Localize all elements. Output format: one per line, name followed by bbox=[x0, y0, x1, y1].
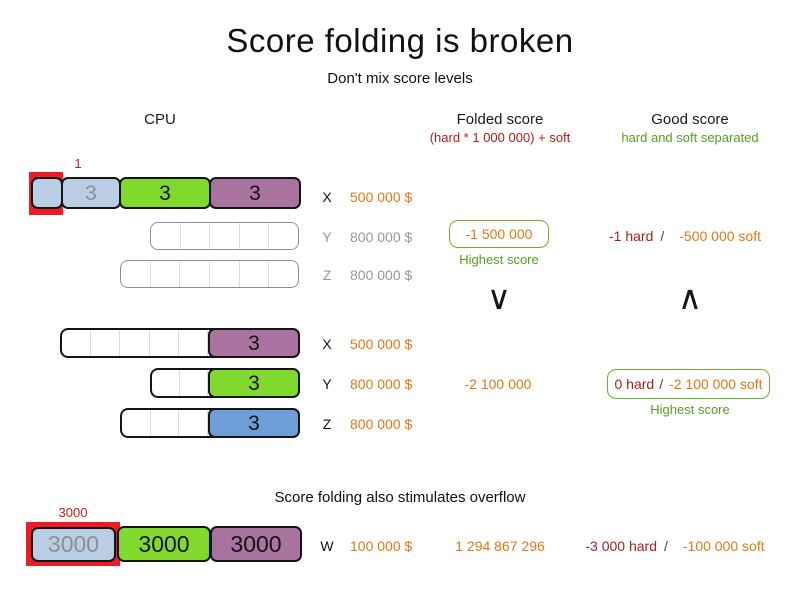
folded-score-formula: (hard * 1 000 000) + soft bbox=[429, 130, 571, 145]
soft-score-value: -100 000 soft bbox=[682, 538, 765, 554]
capacity-cell bbox=[269, 261, 298, 287]
capacity-cell bbox=[180, 370, 208, 396]
folded-score-value: 1 294 867 296 bbox=[455, 538, 545, 554]
cpu-name: X bbox=[322, 189, 332, 205]
score-separator: / bbox=[663, 538, 668, 554]
cpu-cost: 800 000 $ bbox=[350, 376, 413, 392]
process-size-label: 3000 bbox=[138, 530, 190, 557]
cpu-cost: 800 000 $ bbox=[350, 267, 413, 283]
cpu-bar-empty bbox=[120, 260, 299, 288]
cpu-name: Y bbox=[322, 376, 332, 392]
overflow-count-label: 1 bbox=[74, 156, 82, 171]
score-separator: / bbox=[660, 228, 665, 244]
cpu-cost: 500 000 $ bbox=[350, 189, 413, 205]
soft-score-value: -500 000 soft bbox=[679, 228, 761, 244]
capacity-cell bbox=[269, 223, 298, 249]
cpu-name: X bbox=[322, 336, 332, 352]
capacity-cell bbox=[181, 223, 211, 249]
cpu-bar: 3 bbox=[150, 368, 300, 398]
capacity-cell bbox=[179, 330, 209, 356]
cpu-name: Y bbox=[322, 229, 332, 245]
process-segment-green: 3 bbox=[119, 177, 211, 209]
process-segment-blue: 3 bbox=[61, 177, 121, 209]
process-segment-green: 3000 bbox=[117, 526, 211, 562]
page-title: Score folding is broken bbox=[226, 22, 574, 59]
folded-worse-than-symbol: ∨ bbox=[486, 278, 512, 317]
cpu-cost: 800 000 $ bbox=[350, 229, 413, 245]
process-size-label: 3000 bbox=[230, 530, 282, 557]
soft-score-value: -2 100 000 soft bbox=[669, 376, 763, 392]
cpu-cost: 100 000 $ bbox=[350, 538, 413, 554]
process-size-label: 3000 bbox=[47, 531, 100, 557]
process-size-label: 3 bbox=[248, 411, 260, 435]
hard-score-value: 0 hard bbox=[614, 376, 655, 392]
process-segment-green: 3 bbox=[208, 368, 300, 398]
process-size-label: 3 bbox=[249, 181, 261, 205]
page-subtitle: Don't mix score levels bbox=[327, 70, 473, 87]
column-header-folded-score: Folded score bbox=[456, 111, 544, 128]
good-score-line: -1 hard / -500 000 soft bbox=[595, 228, 775, 244]
overflow-count-label: 3000 bbox=[58, 505, 88, 520]
highest-score-label: Highest score bbox=[650, 402, 730, 417]
capacity-cell bbox=[152, 370, 180, 396]
cpu-name: Z bbox=[322, 416, 332, 432]
capacity-cell bbox=[151, 410, 180, 436]
capacity-cell bbox=[151, 223, 181, 249]
capacity-cell bbox=[240, 261, 270, 287]
capacity-cell bbox=[122, 410, 151, 436]
good-better-than-symbol: ∧ bbox=[677, 278, 703, 317]
capacity-cell bbox=[62, 330, 92, 356]
capacity-cell bbox=[91, 330, 121, 356]
score-separator: / bbox=[659, 376, 664, 392]
cpu-name: Z bbox=[322, 267, 332, 283]
column-header-cpu: CPU bbox=[144, 111, 176, 128]
good-score-line: -3 000 hard / -100 000 soft bbox=[572, 538, 778, 554]
capacity-cell bbox=[121, 261, 151, 287]
process-segment-purple: 3 bbox=[208, 328, 301, 358]
process-segment-overflow bbox=[31, 177, 63, 209]
capacity-cell bbox=[180, 261, 211, 287]
process-segment-blue: 3 bbox=[208, 408, 301, 438]
capacity-cell bbox=[240, 223, 270, 249]
capacity-cell bbox=[179, 410, 209, 436]
highest-score-label: Highest score bbox=[459, 252, 539, 267]
cpu-bar: 3 bbox=[120, 408, 301, 438]
capacity-cell bbox=[150, 330, 179, 356]
hard-score-value: -1 hard bbox=[609, 228, 654, 244]
process-size-label: 3 bbox=[248, 371, 260, 395]
overflow-section-heading: Score folding also stimulates overflow bbox=[274, 489, 526, 506]
capacity-cell bbox=[210, 223, 240, 249]
good-score-formula: hard and soft separated bbox=[621, 130, 759, 145]
hard-score-value: -3 000 hard bbox=[585, 538, 657, 554]
process-segment-purple: 3000 bbox=[210, 526, 302, 562]
column-header-good-score: Good score bbox=[651, 111, 729, 128]
good-score-box: 0 hard / -2 100 000 soft bbox=[607, 369, 770, 399]
process-size-label: 3 bbox=[85, 181, 97, 205]
cpu-cost: 800 000 $ bbox=[350, 416, 413, 432]
process-segment-blue: 3000 bbox=[31, 527, 116, 562]
capacity-cell bbox=[120, 330, 150, 356]
process-segment-purple: 3 bbox=[209, 177, 301, 209]
cpu-name: W bbox=[320, 538, 334, 554]
folded-score-value: -1 500 000 bbox=[465, 226, 533, 242]
cpu-bar-empty bbox=[150, 222, 299, 250]
cpu-cost: 500 000 $ bbox=[350, 336, 413, 352]
folded-score-box: -1 500 000 bbox=[449, 220, 549, 248]
folded-score-value: -2 100 000 bbox=[464, 376, 532, 392]
process-size-label: 3 bbox=[248, 331, 260, 355]
capacity-cell bbox=[151, 261, 181, 287]
process-size-label: 3 bbox=[159, 181, 171, 205]
cpu-bar: 3 bbox=[60, 328, 301, 358]
capacity-cell bbox=[210, 261, 240, 287]
